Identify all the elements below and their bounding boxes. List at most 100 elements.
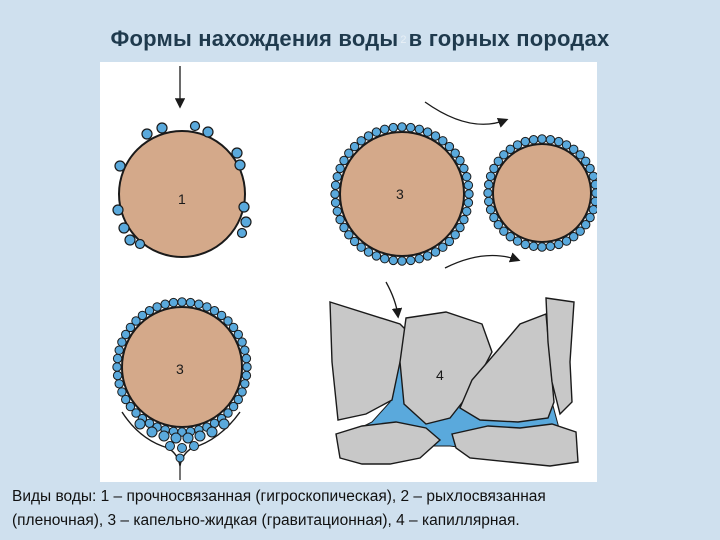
water-droplet (528, 241, 539, 252)
water-droplet (339, 222, 349, 233)
grain-2a (339, 131, 465, 257)
caption: Виды воды: 1 – прочносвязанная (гигроско… (12, 485, 712, 533)
water-droplet (459, 214, 469, 225)
figure-panel: 1 3 3 (100, 62, 597, 482)
water-droplet (160, 299, 170, 309)
water-droplet (117, 387, 127, 397)
water-droplet (397, 256, 407, 266)
water-droplet (455, 155, 465, 166)
water-droplet (240, 379, 250, 389)
water-droplet (349, 236, 360, 247)
grain-1 (118, 130, 246, 258)
water-droplet (112, 362, 122, 372)
water-droplet (528, 135, 539, 145)
water-droplet (464, 189, 474, 199)
water-droplet (332, 172, 343, 182)
title-main: Формы нахождения воды (110, 26, 399, 51)
caption-line-2: (пленочная), 3 – капельно-жидкая (гравит… (12, 512, 520, 529)
slide-number: 2 (400, 34, 407, 47)
water-droplet (241, 353, 252, 364)
droplets-1 (112, 120, 252, 250)
label-3-top: 3 (396, 186, 404, 202)
water-droplet (493, 156, 503, 167)
water-droplet (462, 172, 472, 182)
water-droplet (356, 242, 366, 252)
water-droplet (499, 150, 509, 160)
water-droplet (380, 124, 390, 135)
water-droplet (561, 140, 572, 150)
water-droplet (330, 189, 340, 199)
water-droplet (575, 226, 585, 236)
water-droplet (112, 370, 123, 381)
title-end: в горных породах (408, 26, 610, 51)
water-droplet (575, 150, 585, 160)
water-droplet (450, 148, 460, 158)
water-droplet (330, 198, 341, 208)
water-droplet (438, 242, 448, 252)
water-droplet (371, 127, 382, 137)
water-droplet (371, 251, 382, 261)
figure-1-hygroscopic: 1 (112, 66, 252, 258)
water-droplet (363, 131, 374, 141)
water-droplet (233, 329, 244, 340)
water-droplet (114, 379, 124, 389)
arrow-curve-top (424, 101, 509, 128)
water-droplet (569, 232, 579, 242)
water-droplet (489, 212, 499, 223)
water-droplet (152, 302, 162, 312)
water-droplet (414, 124, 424, 135)
water-droplet (484, 196, 494, 207)
water-droplet (430, 131, 441, 141)
water-droplet (520, 239, 530, 250)
water-droplet (131, 316, 141, 326)
water-droplet (569, 144, 579, 155)
water-droplet (537, 134, 547, 144)
water-droplet (455, 222, 465, 233)
water-droplet (237, 387, 247, 397)
water-droplet (430, 247, 441, 257)
water-droplet (485, 205, 496, 215)
label-1: 1 (178, 191, 186, 207)
arrow-down-4 (385, 281, 403, 319)
water-droplet (131, 408, 141, 418)
water-droplet (344, 148, 354, 158)
water-droplet (463, 198, 474, 208)
rock-base-left (335, 421, 442, 465)
water-droplet (121, 394, 131, 405)
label-4: 4 (436, 367, 444, 383)
water-droplet (554, 239, 564, 250)
water-droplet (561, 236, 572, 246)
water-droplet (112, 353, 123, 364)
water-droplet (590, 196, 597, 207)
water-droplet (422, 127, 433, 137)
water-droplet (545, 241, 556, 252)
water-droplet (380, 254, 390, 264)
water-droplet (554, 136, 564, 147)
caption-line-1: Виды воды: 1 – прочносвязанная (гигроско… (12, 488, 546, 505)
water-droplet (356, 136, 366, 146)
water-droplet (397, 122, 407, 132)
water-droplet (512, 236, 523, 246)
water-droplet (228, 401, 239, 412)
grain-2b (492, 143, 592, 243)
water-droplet (117, 337, 127, 347)
water-droplet (240, 345, 250, 355)
water-droplet (121, 329, 131, 340)
water-droplet (505, 232, 515, 242)
water-droplet (444, 141, 455, 152)
arrow-curve-bottom (444, 252, 521, 269)
water-droplet (144, 306, 155, 316)
water-droplet (512, 140, 523, 150)
water-droplet (459, 163, 469, 174)
water-droplet (332, 206, 343, 217)
rock-block-right (459, 313, 555, 423)
water-droplet (388, 122, 398, 133)
water-droplet (177, 297, 187, 307)
water-droplet (585, 163, 595, 174)
water-droplet (414, 254, 424, 264)
water-droplet (125, 401, 136, 412)
grain-3 (121, 306, 243, 428)
water-droplet (585, 212, 595, 223)
water-droplet (581, 156, 591, 167)
water-droplet (137, 310, 148, 321)
